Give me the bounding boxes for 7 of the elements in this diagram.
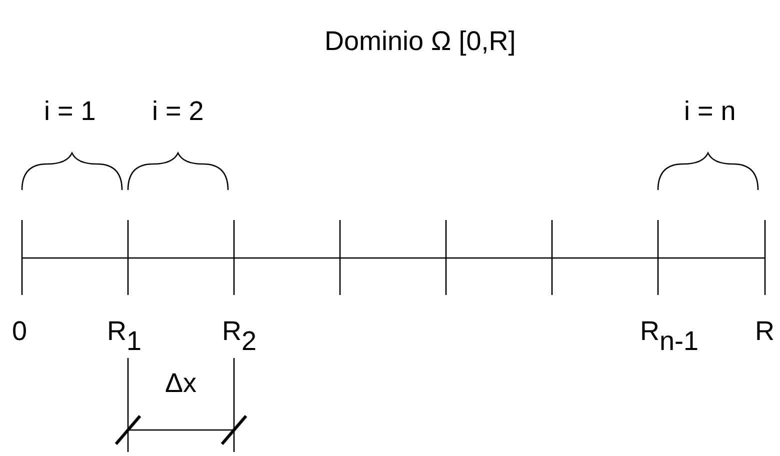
interval-label: i = n [684, 98, 736, 125]
dimension-label: Δx [165, 370, 197, 397]
interval-label: i = 2 [152, 98, 204, 125]
interval-label: i = 1 [44, 98, 96, 125]
node-label: R [755, 318, 774, 345]
title: Dominio Ω [0,R] [324, 28, 516, 55]
node-label: 0 [12, 318, 28, 345]
